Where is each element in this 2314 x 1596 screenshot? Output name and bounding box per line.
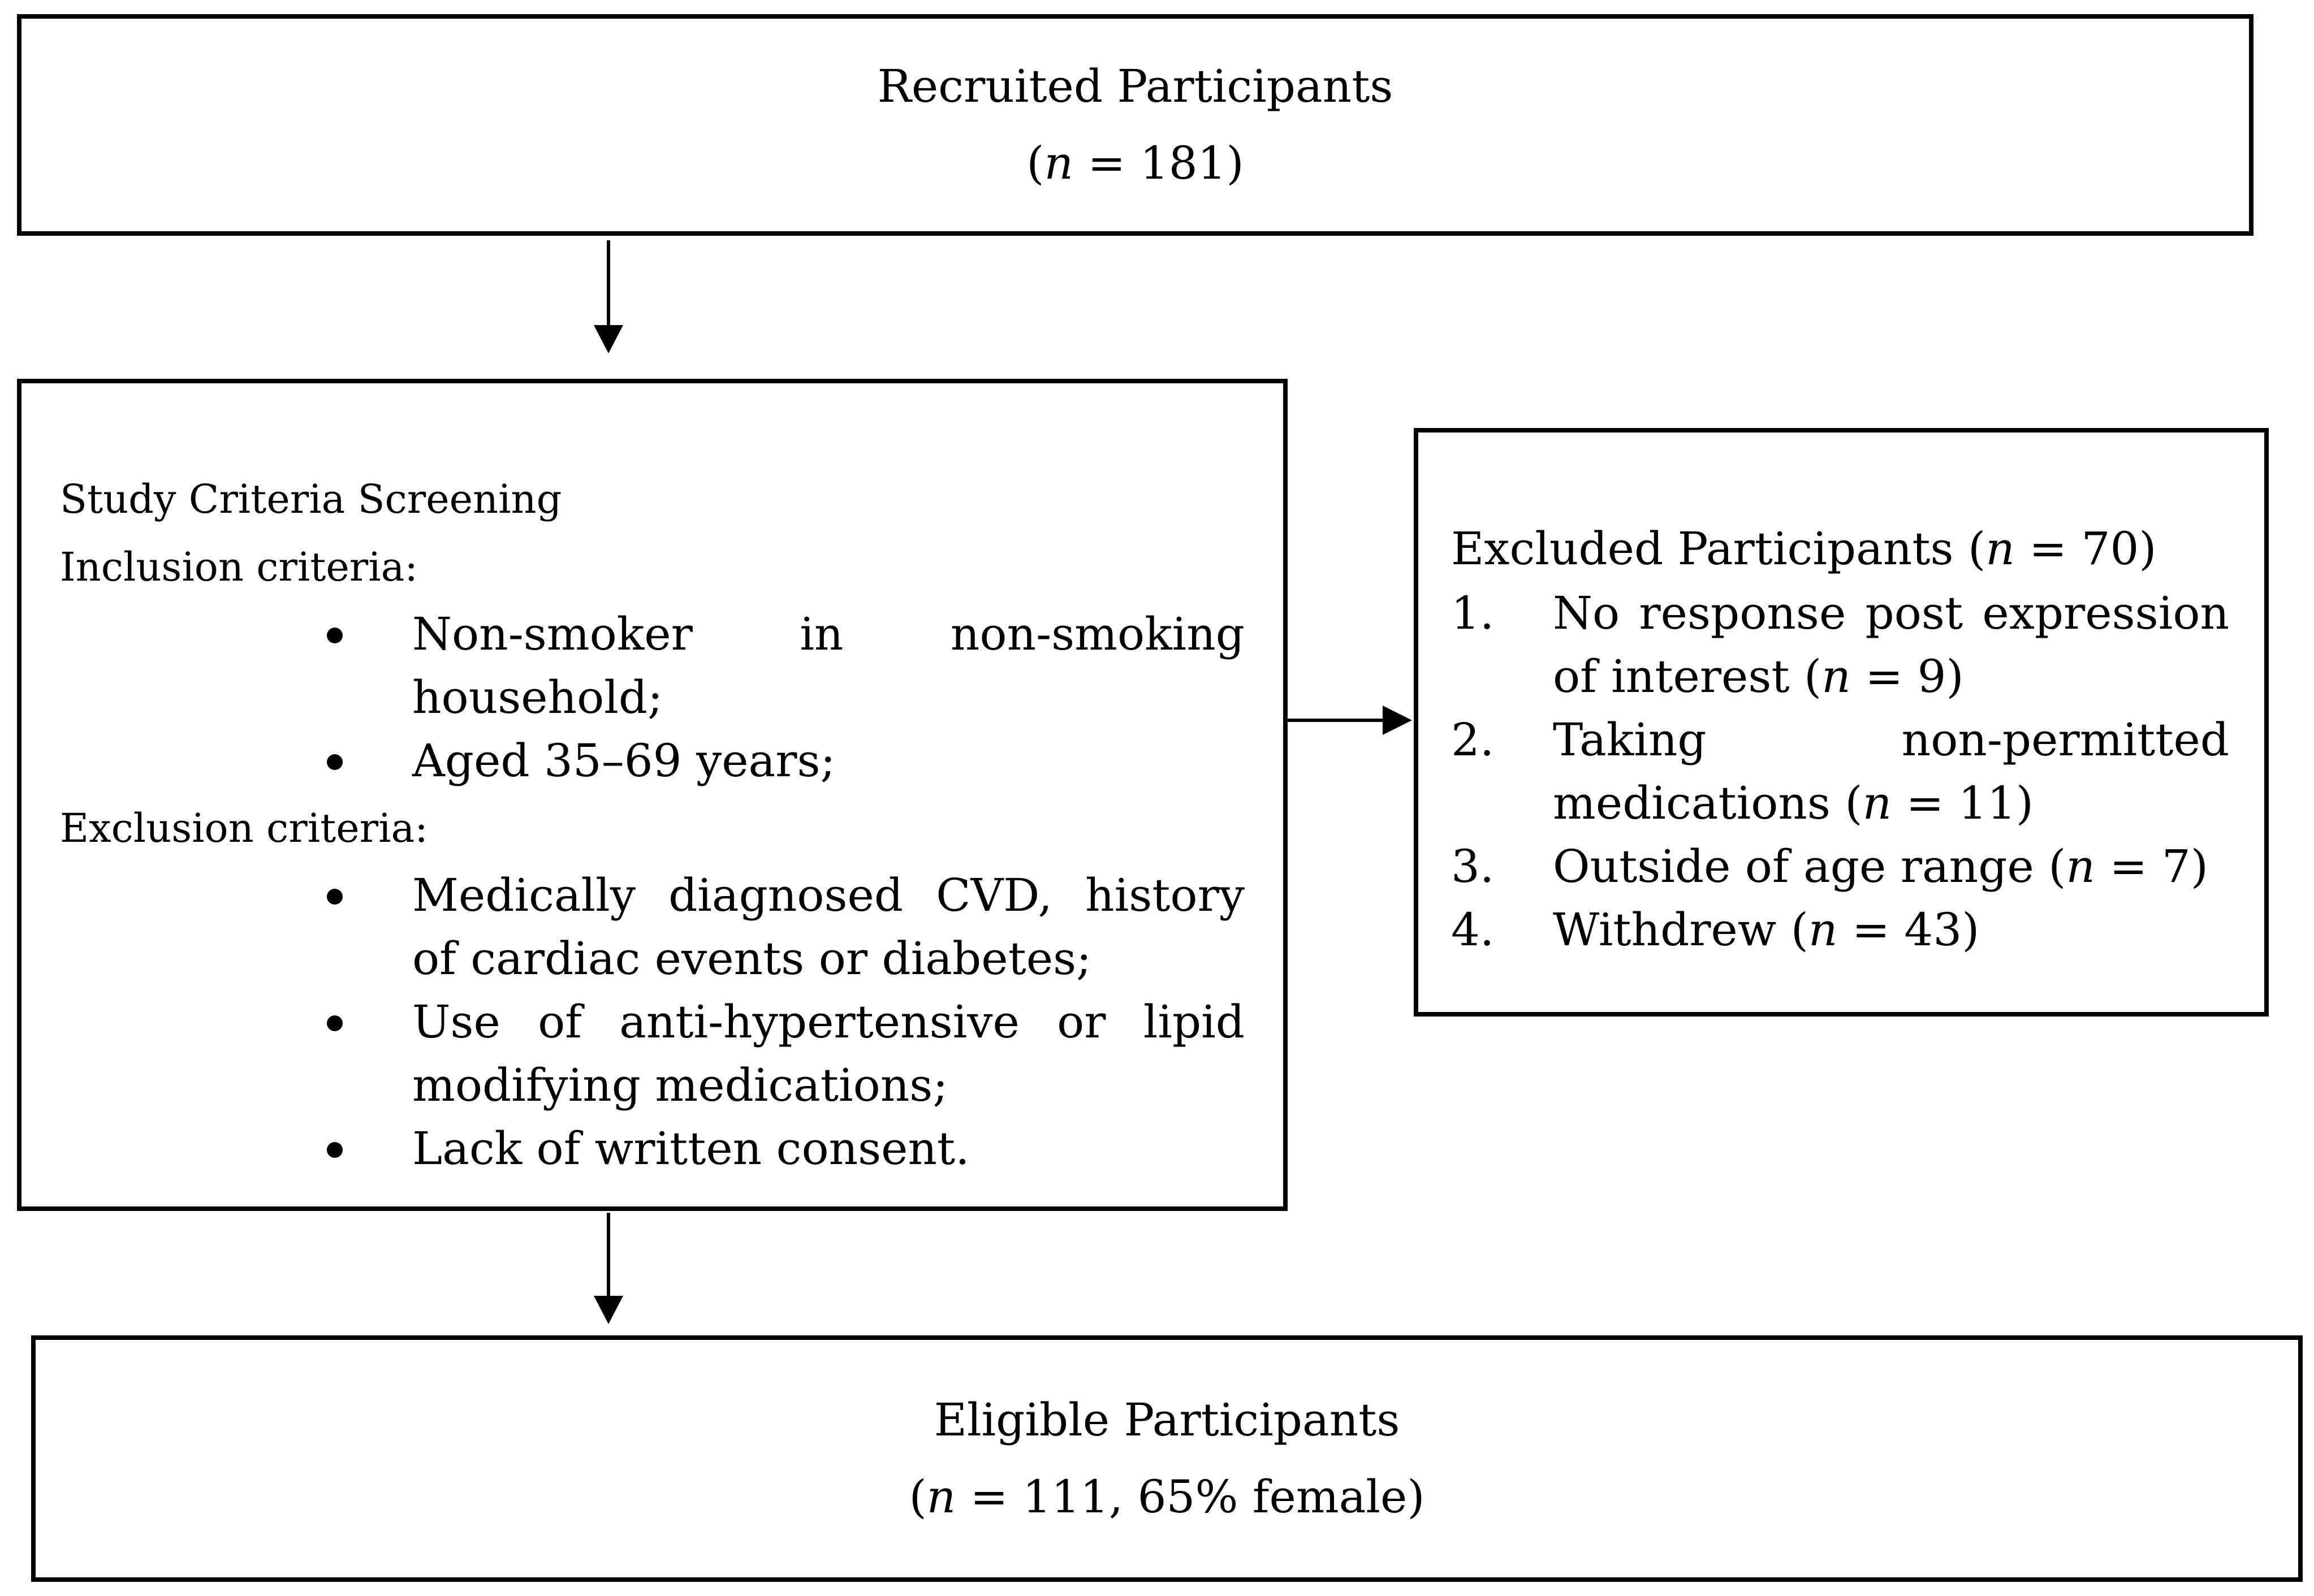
exclusion-reason: 1.No response post expression of interes… [1451, 587, 2229, 703]
inclusion-criteria-list: Non-smoker in non-smoking household; Age… [60, 603, 1245, 793]
eligible-participants-box: Eligible Participants (n = 111, 65% fema… [31, 1335, 2303, 1582]
exclusion-reasons-list: 1.No response post expression of interes… [1451, 582, 2229, 962]
exclusion-reason: 4.Withdrew (n = 43) [1451, 903, 1980, 956]
exclusion-reason: 2.Taking non-permitted medications (n = … [1451, 713, 2229, 829]
bullet-icon [327, 754, 343, 770]
bullet-icon [327, 1142, 343, 1158]
recruited-title: Recruited Participants [877, 60, 1393, 113]
exclusion-item: Lack of written consent. [60, 1117, 1245, 1180]
excluded-participants-box: Excluded Participants (n = 70) 1.No resp… [1414, 428, 2269, 1017]
screening-title: Study Criteria Screening [60, 476, 562, 522]
study-criteria-screening-box: Study Criteria Screening Inclusion crite… [17, 379, 1288, 1211]
exclusion-item: Medically diagnosed CVD, history of card… [60, 864, 1245, 991]
eligible-count: (n = 111, 65% female) [909, 1470, 1425, 1523]
exclusion-criteria-list: Medically diagnosed CVD, history of card… [60, 864, 1245, 1180]
bullet-icon [327, 1015, 343, 1031]
recruited-count: (n = 181) [1026, 137, 1244, 189]
bullet-icon [327, 889, 343, 905]
excluded-title: Excluded Participants (n = 70) [1451, 522, 2157, 575]
recruited-participants-box: Recruited Participants (n = 181) [17, 14, 2253, 236]
bullet-icon [327, 628, 343, 643]
eligible-title: Eligible Participants [934, 1394, 1400, 1446]
exclusion-item: Use of anti-hypertensive or lipid modify… [60, 991, 1245, 1117]
arrowhead-icon [1383, 706, 1412, 735]
arrowhead-icon [594, 325, 623, 353]
inclusion-item: Aged 35–69 years; [60, 729, 1245, 793]
exclusion-reason: 3.Outside of age range (n = 7) [1451, 840, 2208, 893]
inclusion-criteria-label: Inclusion criteria: [60, 544, 418, 590]
inclusion-item: Non-smoker in non-smoking household; [60, 603, 1245, 729]
exclusion-criteria-label: Exclusion criteria: [60, 805, 428, 851]
arrowhead-icon [594, 1296, 623, 1324]
